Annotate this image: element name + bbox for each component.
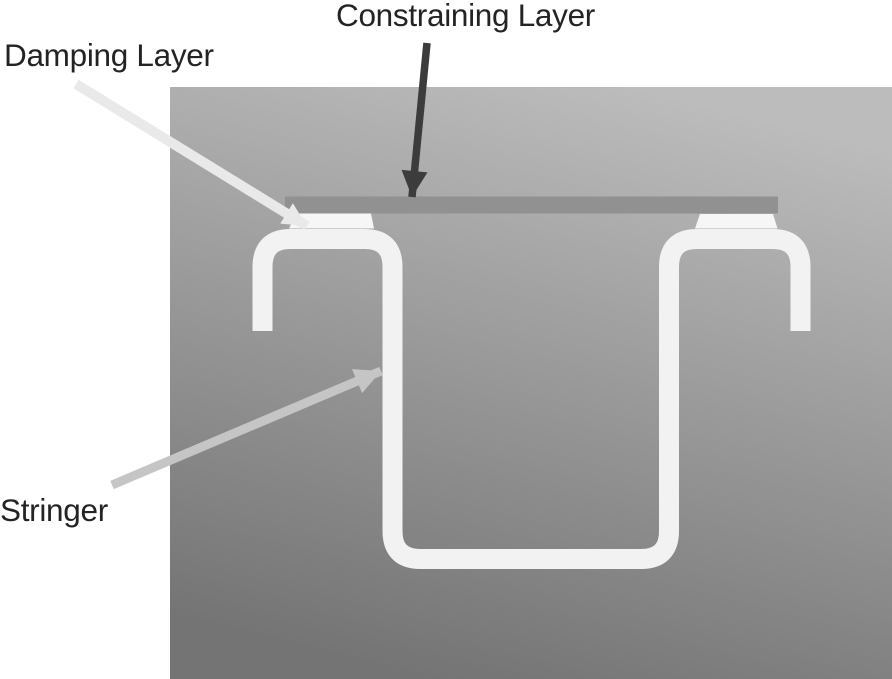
skin-panel — [170, 87, 892, 679]
constraining-layer-arrow — [401, 42, 431, 198]
stringer-arrow — [110, 366, 383, 490]
damping-layer-strip-right — [695, 214, 778, 229]
constraining-layer-bar — [285, 196, 778, 214]
stringer-label: Stringer — [0, 492, 108, 528]
damping-layer-strip-left — [289, 213, 374, 229]
damping-layer-arrow — [73, 79, 310, 231]
damping-layer-label: Damping Layer — [4, 37, 214, 73]
constraining-layer-label: Constraining Layer — [336, 0, 595, 33]
stringer-shape — [252, 229, 811, 569]
